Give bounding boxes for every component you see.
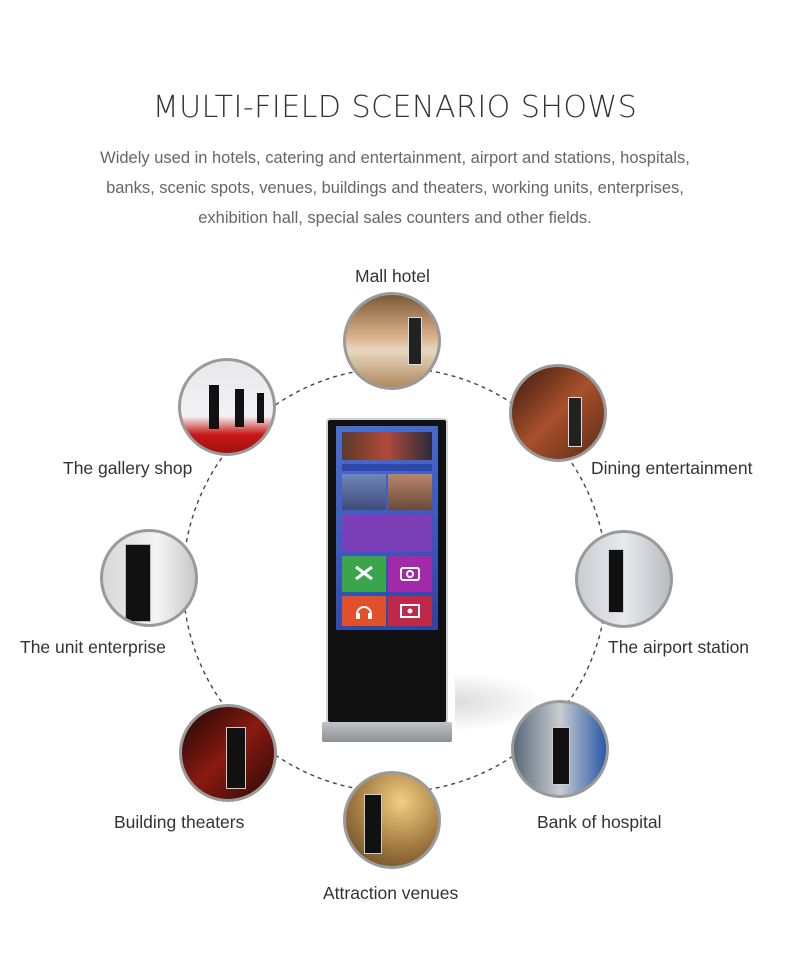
scene-label: Dining entertainment bbox=[591, 458, 753, 478]
scene-photo-gallery-shop bbox=[178, 358, 276, 456]
subtitle-line: Widely used in hotels, catering and ente… bbox=[100, 149, 690, 167]
scene-label: The unit enterprise bbox=[20, 637, 166, 657]
kiosk-base bbox=[322, 722, 452, 742]
page-title: MULTI-FIELD SCENARIO SHOWS bbox=[152, 90, 638, 125]
subtitle-line: banks, scenic spots, venues, buildings a… bbox=[106, 179, 684, 197]
scene-label: Attraction venues bbox=[323, 883, 459, 903]
scene-photo-mall-hotel bbox=[343, 292, 441, 390]
scene-photo-attraction-venues bbox=[343, 771, 441, 869]
scene-photo-airport bbox=[575, 530, 673, 628]
scene-photo-unit-enterprise bbox=[100, 529, 198, 627]
kiosk-screen bbox=[336, 426, 438, 630]
scene-label: Bank of hospital bbox=[537, 812, 662, 832]
scene-label: Mall hotel bbox=[355, 266, 430, 286]
scene-photo-dining bbox=[509, 364, 607, 462]
scene-label: The gallery shop bbox=[63, 458, 193, 478]
page-subtitle: Widely used in hotels, catering and ente… bbox=[40, 143, 750, 233]
scene-label: The airport station bbox=[608, 637, 750, 657]
scene-label: Building theaters bbox=[114, 812, 245, 832]
scene-photo-bank-hospital bbox=[511, 700, 609, 798]
scene-photo-building-theaters bbox=[179, 704, 277, 802]
kiosk-body bbox=[326, 418, 448, 724]
kiosk-display bbox=[322, 418, 452, 742]
subtitle-line: exhibition hall, special sales counters … bbox=[198, 209, 592, 227]
